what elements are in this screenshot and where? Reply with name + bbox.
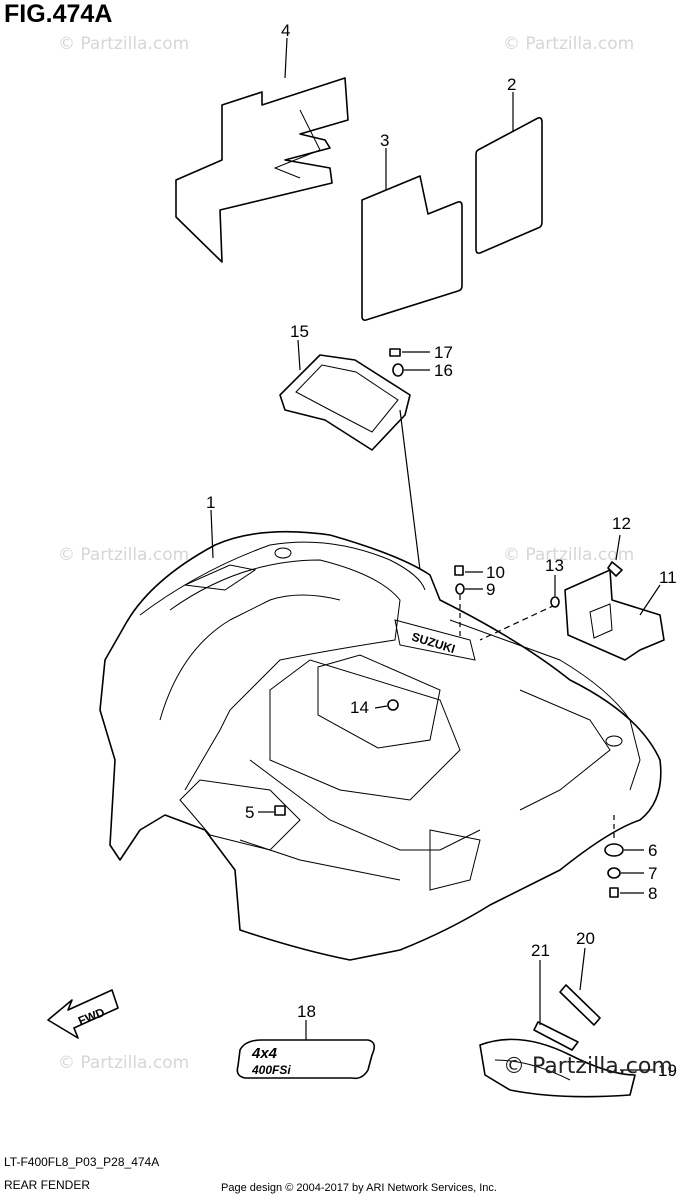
part-19-tool-bag <box>479 1038 655 1098</box>
badge-bottom-text: 400FSi <box>251 1063 291 1077</box>
callout-label: 20 <box>576 929 595 948</box>
callout-label: 11 <box>659 568 677 587</box>
part-12-screw <box>607 534 623 577</box>
part-11-bracket <box>479 569 665 661</box>
watermark: © Partzilla.com <box>503 34 634 54</box>
part-3-panel <box>361 148 463 321</box>
part-13-washer <box>550 575 560 608</box>
parts-6-7-8-fasteners <box>604 815 644 898</box>
callout-label: 14 <box>350 698 369 717</box>
callout-label: 5 <box>245 803 254 822</box>
figure-name: REAR FENDER <box>4 1178 91 1192</box>
callout-label: 21 <box>531 941 550 960</box>
part-15-tray <box>279 339 436 691</box>
callout-label: 17 <box>434 343 453 362</box>
page-credit: Page design © 2004-2017 by ARI Network S… <box>221 1182 497 1194</box>
parts-17-16-fasteners <box>389 348 430 377</box>
watermark: © Partzilla.com <box>503 545 634 565</box>
watermark: © Partzilla.com <box>58 34 189 54</box>
callout-label: 4 <box>281 21 290 40</box>
callout-labels: 4 2 3 15 17 16 1 12 13 11 10 9 14 5 6 7 … <box>206 21 677 1080</box>
callout-label: 2 <box>507 75 516 94</box>
badge-top-text: 4x4 <box>251 1045 278 1062</box>
callout-label: 1 <box>206 493 215 512</box>
callout-label: 19 <box>658 1061 677 1080</box>
fwd-arrow-icon: FWD <box>47 989 119 1039</box>
callout-label: 10 <box>486 563 505 582</box>
part-2-panel <box>475 92 543 254</box>
callout-label: 13 <box>545 556 564 575</box>
figure-title: FIG.474A <box>4 0 113 28</box>
callout-label: 15 <box>290 322 309 341</box>
callout-label: 18 <box>297 1002 316 1021</box>
watermark: © Partzilla.com <box>58 545 189 565</box>
watermark: © Partzilla.com <box>58 1053 189 1073</box>
callout-label: 3 <box>380 131 389 150</box>
callout-label: 12 <box>612 514 631 533</box>
callout-label: 9 <box>486 580 495 599</box>
part-18-badge: 4x4 400FSi <box>236 1020 376 1080</box>
parts-20-21-tools <box>533 947 601 1051</box>
watermark-corner: © Partzilla.com <box>503 1054 673 1079</box>
part-5-bolt <box>258 805 286 816</box>
part-1-rear-fender: SUZUKI <box>99 509 662 961</box>
parts-10-9-fasteners <box>454 565 483 640</box>
part-4-decal <box>175 37 349 263</box>
callout-label: 7 <box>648 864 657 883</box>
callout-label: 16 <box>434 361 453 380</box>
part-14-grommet <box>374 699 399 711</box>
callout-label: 8 <box>648 884 657 903</box>
figure-code: LT-F400FL8_P03_P28_474A <box>4 1155 160 1169</box>
watermarks: © Partzilla.com © Partzilla.com © Partzi… <box>58 34 634 1073</box>
callout-label: 6 <box>648 841 657 860</box>
